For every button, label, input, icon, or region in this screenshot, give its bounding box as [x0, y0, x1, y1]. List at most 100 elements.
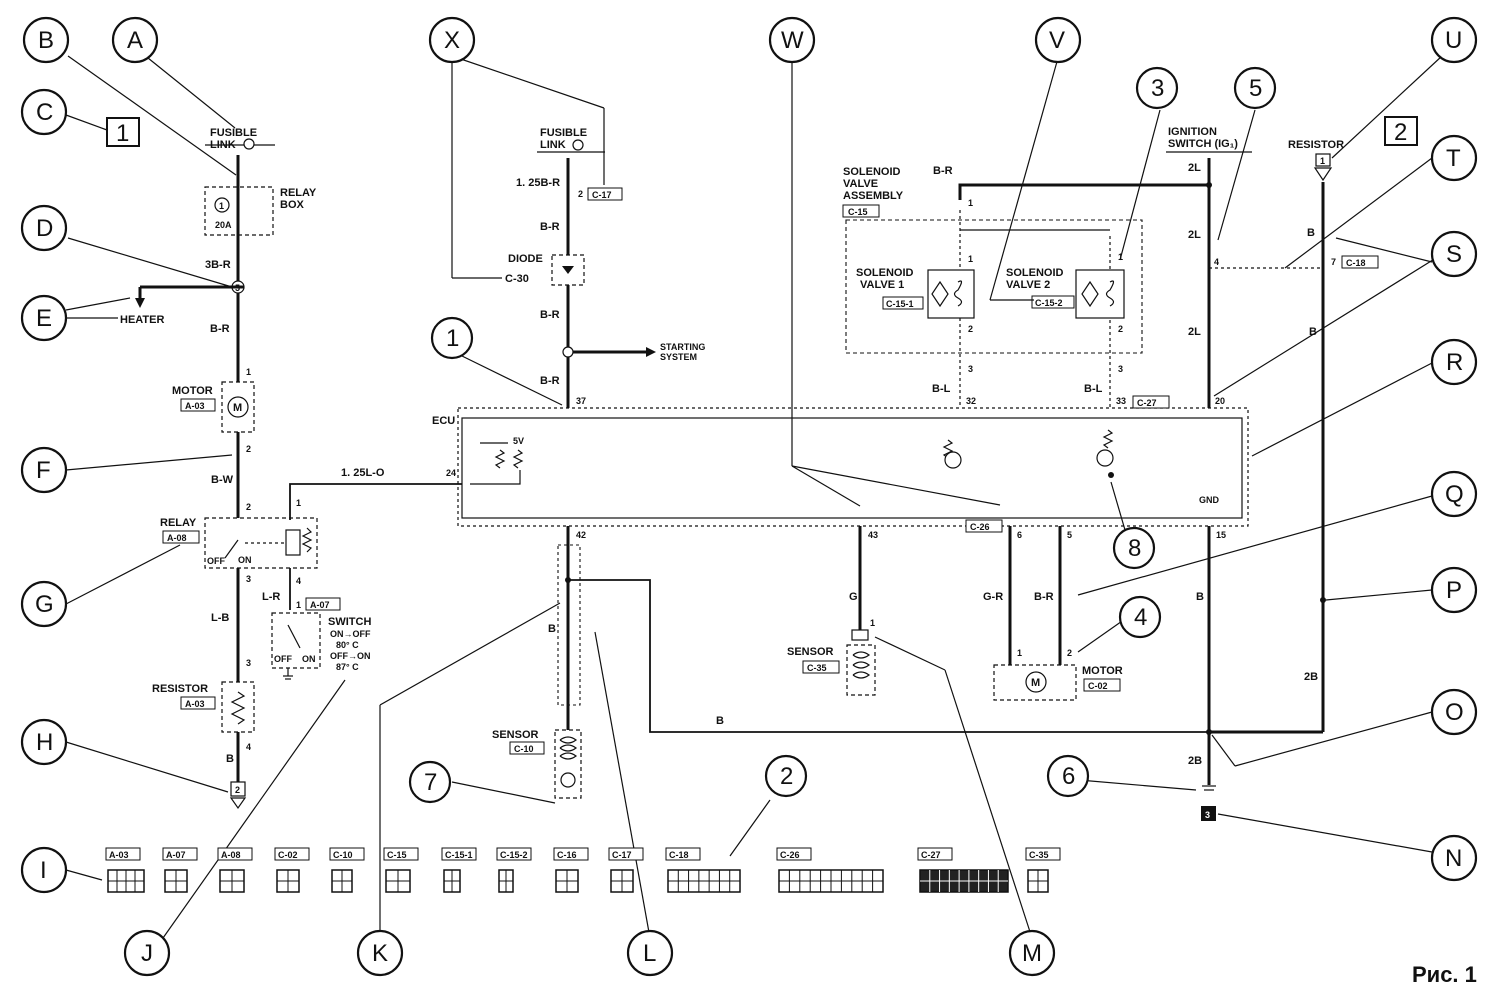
figure-caption: Рис. 1: [1412, 962, 1477, 987]
relay-a08-tag: [162, 530, 200, 544]
pin-label: 1: [1017, 648, 1022, 658]
callout-a-text: A: [127, 27, 143, 54]
pin-label: 1: [968, 198, 973, 208]
connector-tag-text: C-17: [612, 850, 632, 860]
sv2-tag-text: C-15-2: [1035, 298, 1063, 308]
connector-tag-text: A-03: [109, 850, 129, 860]
sensor-2-coil-icon: [852, 651, 871, 679]
ground-2-box: [230, 781, 246, 797]
callout-2-text: 2: [780, 763, 793, 790]
pin-label: 5: [1067, 530, 1072, 540]
pin-label: 43: [868, 530, 878, 540]
callout-i: [20, 846, 68, 894]
pin-label: 2: [578, 189, 583, 199]
solenoid-asm-tag: [842, 204, 880, 218]
ground-icon: [229, 797, 247, 810]
fusible-link-2-label: FUSIBLE: [540, 127, 587, 139]
motor-1-label: MOTOR: [172, 385, 213, 397]
sv2-label: SOLENOID: [1006, 267, 1064, 279]
left-circuit: FUSIBLE LINK 1 20A RELAY BOX 3B-R 5 HEAT…: [120, 127, 462, 810]
valve-1-icon: [931, 280, 949, 308]
resistor-icon: [230, 691, 246, 725]
pin-label: 42: [576, 530, 586, 540]
svg-text:M: M: [233, 402, 242, 414]
callout-n: [1430, 834, 1478, 882]
callout-v: [1034, 16, 1082, 64]
right-circuit: IGNITION SWITCH (IG₁) 2L 2L 4 2L 20 15 B…: [1166, 126, 1379, 821]
switch-spec-2: 80° C: [336, 640, 359, 650]
wire-b-r-1-label: B-R: [210, 323, 230, 335]
connector-tag-text: C-15: [387, 850, 407, 860]
callout-1-text: 1: [446, 325, 459, 352]
transistor-2-icon: [1096, 449, 1114, 467]
solenoid-assembly-box: [845, 219, 1143, 354]
wire-b-r-2-label: B-R: [540, 221, 560, 233]
ground-2-text: 2: [235, 785, 240, 795]
connector-tag: [496, 847, 532, 861]
wire-l-r-label: L-R: [262, 591, 280, 603]
callout-8-text: 8: [1128, 535, 1141, 562]
c17-tag: [587, 187, 623, 201]
connector-c-15: C-15: [383, 847, 419, 893]
callout-l-text: L: [643, 940, 656, 967]
wire-b-r-top-label: B-R: [933, 165, 953, 177]
wire-b-bottom-label: B: [716, 715, 724, 727]
connector-c-27: C-27: [917, 847, 1009, 893]
relay-box-label: RELAY: [280, 187, 317, 199]
sv1-tag-text: C-15-1: [886, 299, 914, 309]
pin-label: 3: [1118, 364, 1123, 374]
box-1: [106, 117, 140, 147]
ecu-driver-1-icon: [942, 439, 954, 459]
pin-label: 33: [1116, 396, 1126, 406]
wire-b-15-label: B: [1196, 591, 1204, 603]
pin-label: 3: [968, 364, 973, 374]
resistor-1-label: RESISTOR: [152, 683, 208, 695]
wire-125b-r-label: 1. 25B-R: [516, 177, 560, 189]
pin-label: 32: [966, 396, 976, 406]
callout-d: [20, 204, 68, 252]
connector-tag-text: C-35: [1029, 850, 1049, 860]
connector-c-15-2: C-15-2: [496, 847, 532, 893]
connector-tag: [665, 847, 701, 861]
sensor-2-label: SENSOR: [787, 646, 834, 658]
ign-label: IGNITION: [1168, 126, 1217, 138]
ecu-label: ECU: [432, 415, 455, 427]
connector-tag: [917, 847, 953, 861]
callout-c: [20, 88, 68, 136]
starting-label-b: SYSTEM: [660, 352, 697, 362]
sensor-coil-icon: [559, 736, 578, 760]
callout-2: [764, 754, 808, 798]
connector-c-18: C-18: [665, 847, 741, 893]
leader-lines: [65, 55, 1443, 939]
pin-label: 15: [1216, 530, 1226, 540]
pin-label: 4: [246, 742, 251, 752]
wire-b-4-label: B: [226, 753, 234, 765]
heater-label: HEATER: [120, 314, 164, 326]
relay-coil-icon: [285, 529, 301, 556]
sv1-tag: [882, 296, 924, 310]
callout-v-text: V: [1049, 27, 1065, 54]
wire-b-r-4-label: B-R: [540, 375, 560, 387]
ground-3-box: [1201, 806, 1216, 821]
sensor-c35-box: [846, 644, 876, 696]
c26-tag-text: C-26: [970, 522, 990, 532]
callout-g-text: G: [35, 591, 54, 618]
callout-circles: A B C D E F G H I J K L M N O P Q R S T …: [20, 16, 1478, 977]
fusible-link-1-label: FUSIBLE: [210, 127, 257, 139]
c27-tag: [1132, 395, 1170, 409]
fusible-link-1-num-icon: [243, 138, 255, 150]
pin-label: 1: [968, 254, 973, 264]
callout-r: [1430, 338, 1478, 386]
pin-label: 2: [246, 444, 251, 454]
starting-label: STARTING: [660, 342, 705, 352]
callout-k: [356, 929, 404, 977]
wire-g-43-label: G: [849, 591, 858, 603]
sensor-c10-box: [554, 729, 582, 799]
connector-c-16: C-16: [553, 847, 589, 893]
callout-3: [1135, 66, 1179, 110]
callout-m-text: M: [1022, 940, 1042, 967]
sensor-c35-tag-text: C-35: [807, 663, 827, 673]
pin-label: 4: [296, 576, 301, 586]
fusible-link-2-label-b: LINK: [540, 139, 566, 151]
wire-b-r1-label: B: [1307, 227, 1315, 239]
